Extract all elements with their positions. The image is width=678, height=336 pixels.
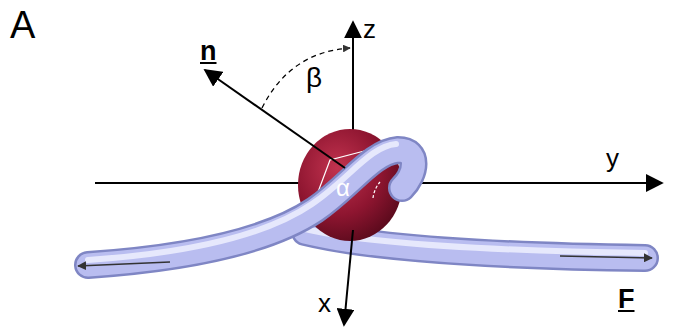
angle-label: α xyxy=(336,176,350,200)
axis-label: y xyxy=(606,145,619,171)
force-arrow-right xyxy=(560,256,652,258)
dna-strand-front xyxy=(88,144,414,265)
beta-arc xyxy=(262,48,350,108)
force-arrow-left xyxy=(78,262,170,266)
force-label: F xyxy=(618,286,635,313)
angle-label: β xyxy=(306,64,322,92)
x-axis xyxy=(344,230,353,325)
axis-label: z xyxy=(363,16,376,42)
axis-label: x xyxy=(318,290,331,316)
vector-label: n xyxy=(200,38,217,65)
normal-vector xyxy=(205,70,345,168)
panel-letter: A xyxy=(10,6,35,44)
